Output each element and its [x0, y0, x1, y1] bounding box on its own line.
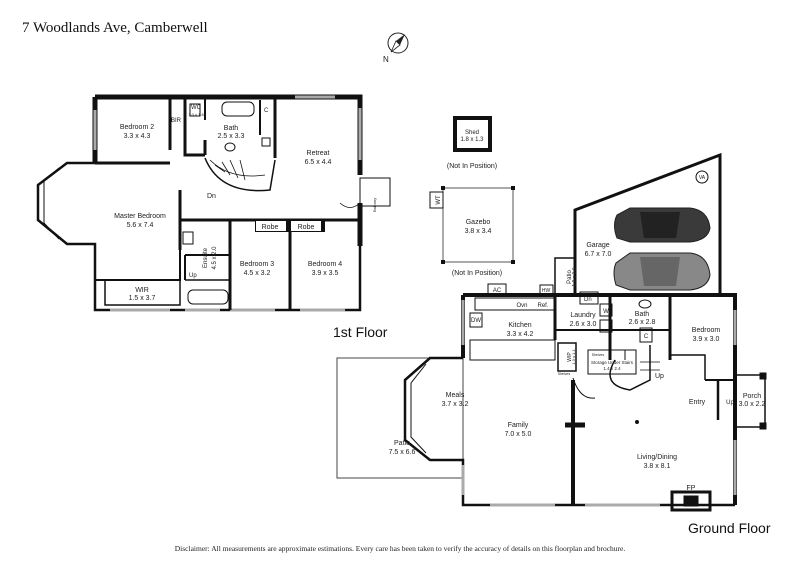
room-living-name: Living/Dining: [637, 454, 677, 461]
first-floor-labels: Bedroom 2 3.3 x 4.3 WC 1.0 x 1.6 BIR Bat…: [114, 105, 377, 302]
ref-label: Ref.: [537, 303, 548, 309]
room-bedroom2-name: Bedroom 2: [120, 124, 154, 131]
car-light-icon: [613, 252, 711, 291]
room-laundry-name: Laundry: [570, 312, 596, 319]
room-bath1-name: Bath: [224, 125, 239, 132]
room-bedroom2-dims: 3.3 x 4.3: [124, 133, 151, 140]
room-bedroom4-dims: 3.9 x 3.5: [312, 270, 339, 277]
room-bir-name: BIR: [171, 118, 182, 124]
room-family-dims: 7.0 x 5.0: [505, 431, 532, 438]
room-garage-name: Garage: [586, 242, 609, 249]
room-storage-name: Storage Under Stairs: [591, 360, 634, 365]
room-balcony-name: Balcony: [372, 198, 377, 212]
compass-north-label: N: [383, 55, 389, 64]
ground-floor-plan: [336, 283, 767, 512]
room-retreat-name: Retreat: [307, 150, 330, 157]
room-patio-small-dims: 1.9 x 1.0: [572, 267, 578, 286]
disclaimer: Disclaimer: All measurements are approxi…: [174, 544, 626, 553]
room-gazebo-name: Gazebo: [466, 219, 491, 226]
room-bath2-dims: 2.6 x 2.8: [629, 319, 656, 326]
fp-label: FP: [687, 485, 696, 492]
room-storage-dims: 1.4 x 2.4: [603, 366, 621, 371]
room-meals-name: Meals: [446, 392, 465, 399]
shelves-2-label: Shelves: [558, 372, 571, 376]
room-meals-dims: 3.7 x 3.2: [442, 401, 469, 408]
ground-floor-label: Ground Floor: [688, 520, 771, 536]
room-bath2-name: Bath: [635, 311, 650, 318]
room-wc-name: WC: [191, 105, 202, 111]
room-family-name: Family: [508, 422, 529, 429]
room-c1-name: C: [264, 108, 269, 114]
room-bath1-dims: 2.5 x 3.3: [218, 133, 245, 140]
room-porch-name: Porch: [743, 393, 761, 400]
room-entry-name: Entry: [689, 399, 706, 406]
room-patio-large-dims: 7.5 x 6.6: [389, 449, 416, 456]
va-label: VA: [699, 175, 706, 181]
room-master-name: Master Bedroom: [114, 213, 166, 220]
robe-1-label: Robe: [262, 224, 279, 231]
robe-2-label: Robe: [298, 224, 315, 231]
stairs-dn-ground-label: Dn: [584, 297, 592, 303]
room-wip-dims: 1.3 x 1.1: [571, 349, 576, 365]
room-patio-small-name: Patio: [567, 270, 573, 284]
stairs-dn-label: Dn: [207, 193, 216, 200]
property-address: 7 Woodlands Ave, Camberwell: [22, 20, 208, 36]
room-living-dims: 3.8 x 8.1: [644, 463, 671, 470]
room-bedroom-g-name: Bedroom: [692, 327, 721, 334]
stairs-up-label: Up: [189, 273, 197, 279]
ac-label: AC: [493, 288, 502, 294]
room-laundry-dims: 2.6 x 3.0: [570, 321, 597, 328]
dw-label: DW: [471, 318, 481, 324]
gazebo-note: (Not In Position): [452, 270, 502, 277]
ground-floor-labels: AC Ovn Ref. DW Kitchen 3.3 x 4.2 Laundry…: [389, 288, 766, 492]
compass-icon: N: [383, 32, 409, 64]
hw-label: HW: [542, 288, 551, 294]
room-wir-name: WIR: [135, 287, 149, 294]
first-floor-plan: [36, 94, 391, 312]
room-garage-dims: 6.7 x 7.0: [585, 251, 612, 258]
room-patio-large-name: Patio: [394, 440, 410, 447]
w-label: W: [603, 309, 609, 315]
stairs-up-entry-label: Up: [726, 400, 734, 406]
room-porch-dims: 3.0 x 2.2: [739, 401, 766, 408]
room-retreat-dims: 6.5 x 4.4: [305, 159, 332, 166]
car-dark-icon: [614, 207, 711, 243]
ovn-label: Ovn: [516, 303, 527, 309]
wt-label: WT: [436, 195, 442, 205]
room-bedroom3-name: Bedroom 3: [240, 261, 274, 268]
shed-note: (Not In Position): [447, 163, 497, 170]
stairs-up-ground-label: Up: [655, 373, 664, 380]
room-kitchen-dims: 3.3 x 4.2: [507, 331, 534, 338]
room-ensuite-dims: 4.5 x 2.0: [212, 246, 218, 270]
room-wir-dims: 1.5 x 3.7: [129, 295, 156, 302]
room-master-dims: 5.6 x 7.4: [127, 222, 154, 229]
room-gazebo-dims: 3.8 x 3.4: [465, 228, 492, 235]
room-shed-dims: 1.8 x 1.3: [460, 137, 484, 143]
room-bedroom-g-dims: 3.9 x 3.0: [693, 336, 720, 343]
c2-label: C: [644, 334, 649, 340]
room-kitchen-name: Kitchen: [508, 322, 531, 329]
room-shed-name: Shed: [465, 130, 479, 136]
garage: VA Garage 6.7 x 7.0 Patio 1.9 x 1.0 HW: [539, 152, 722, 297]
gazebo: WT Gazebo 3.8 x 3.4 (Not In Position): [429, 186, 515, 277]
room-ensuite-name: Ensuite: [203, 247, 209, 268]
room-wip-name: WIP: [567, 352, 573, 362]
room-bedroom3-dims: 4.5 x 3.2: [244, 270, 271, 277]
room-wc-dims: 1.0 x 1.6: [188, 112, 204, 117]
room-bedroom4-name: Bedroom 4: [308, 261, 342, 268]
shelves-1-label: Shelves: [592, 353, 605, 357]
shed: Shed 1.8 x 1.3 (Not In Position): [447, 116, 497, 170]
first-floor-label: 1st Floor: [333, 324, 388, 340]
